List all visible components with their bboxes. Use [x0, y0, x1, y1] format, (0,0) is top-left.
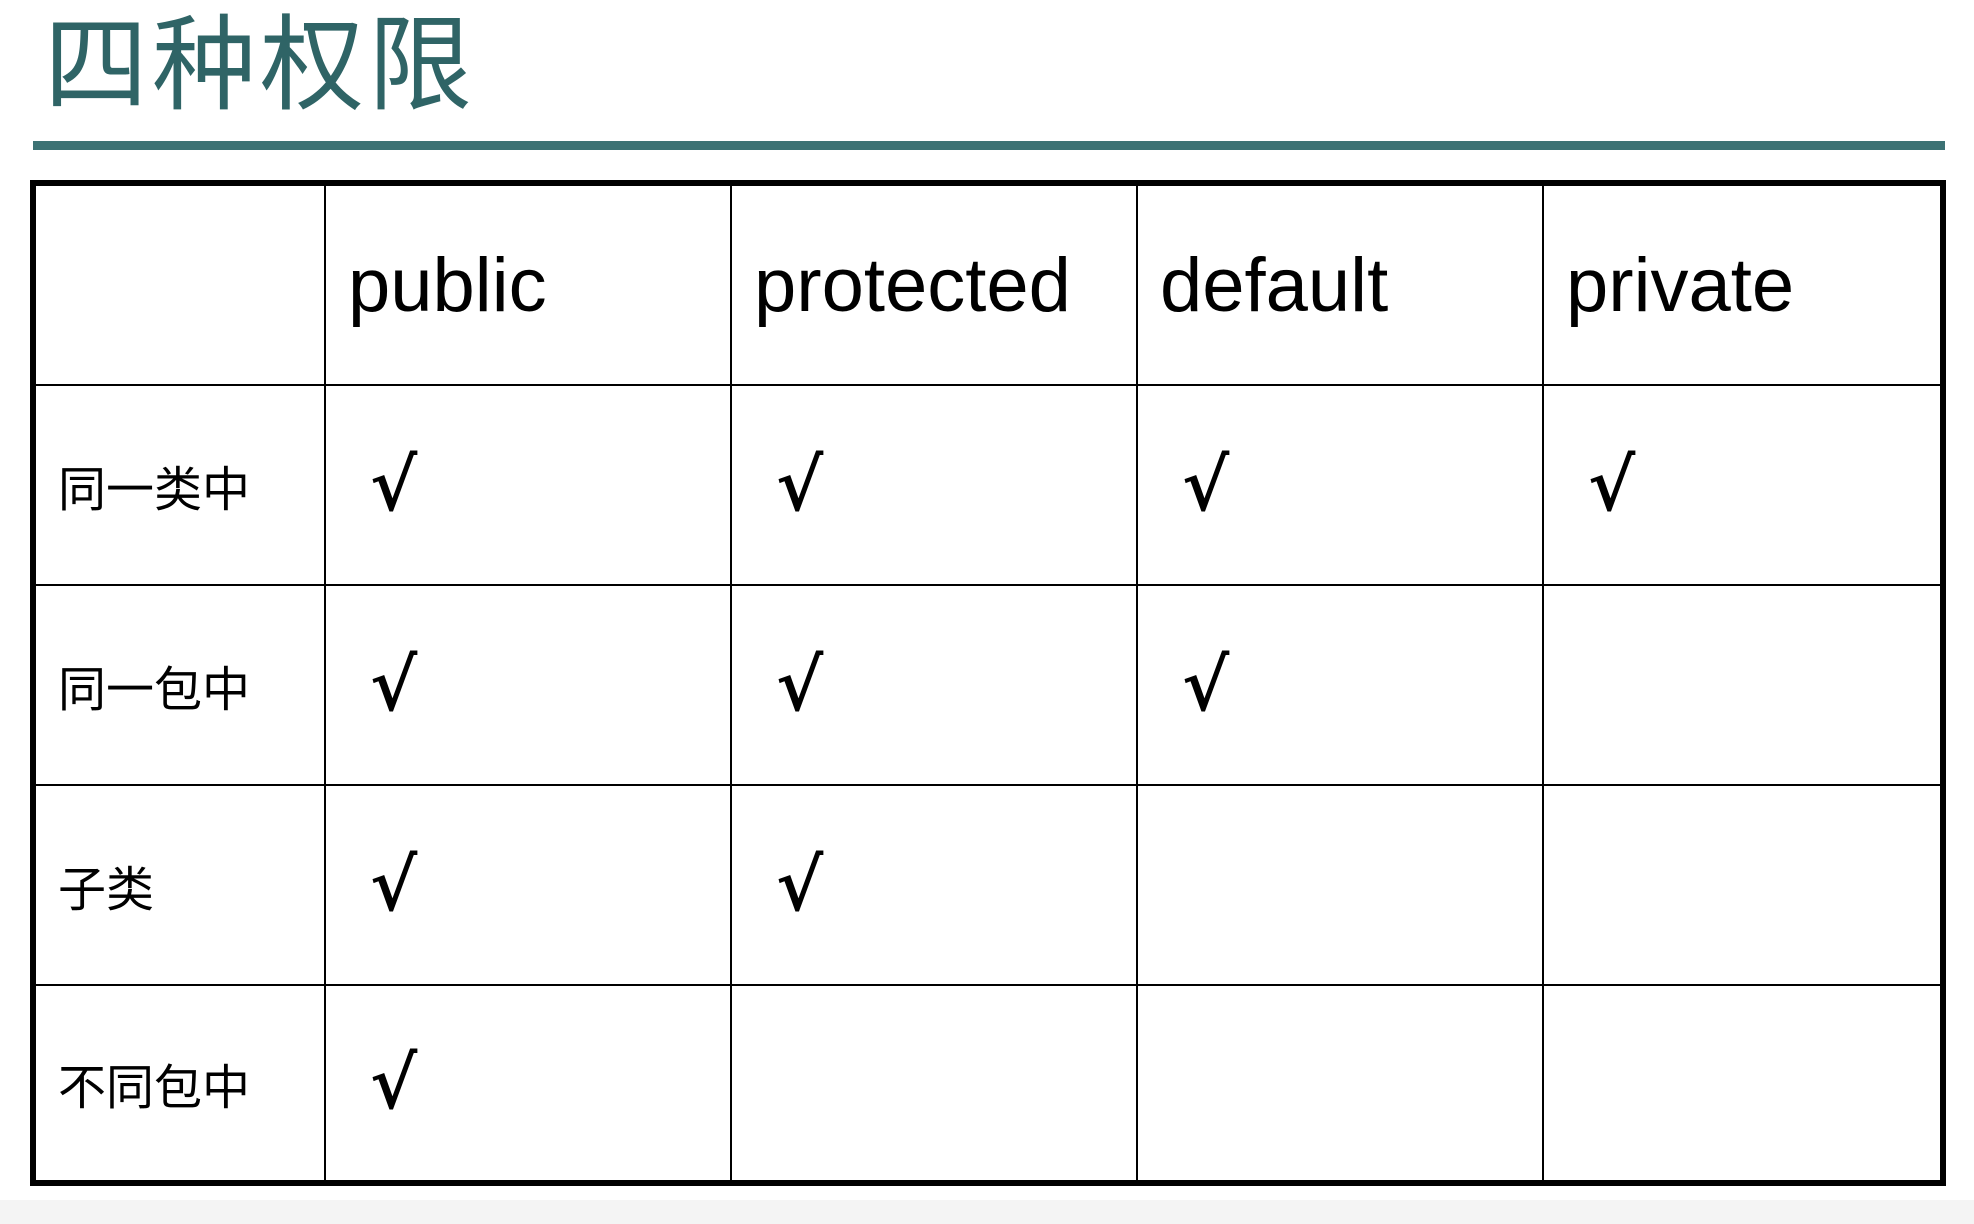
- bottom-band: [0, 1200, 1974, 1224]
- check-mark-icon: √: [370, 842, 418, 927]
- column-header-default: default: [1138, 186, 1544, 386]
- access-cell: √: [1544, 386, 1940, 586]
- access-cell: √: [732, 386, 1138, 586]
- access-cell: √: [326, 386, 732, 586]
- access-cell: [1544, 586, 1940, 786]
- check-mark-icon: √: [370, 642, 418, 727]
- column-header-protected: protected: [732, 186, 1138, 386]
- access-cell: [1544, 986, 1940, 1180]
- title-divider: [33, 141, 1945, 150]
- check-mark-icon: √: [1182, 642, 1230, 727]
- access-cell: √: [1138, 386, 1544, 586]
- access-cell: [732, 986, 1138, 1180]
- access-cell: √: [732, 786, 1138, 986]
- access-cell: [1544, 786, 1940, 986]
- check-mark-icon: √: [1588, 442, 1636, 527]
- access-cell: √: [326, 586, 732, 786]
- access-cell: [1138, 986, 1544, 1180]
- row-header-subclass: 子类: [36, 786, 326, 986]
- row-header-different-package: 不同包中: [36, 986, 326, 1180]
- check-mark-icon: √: [370, 442, 418, 527]
- row-header-same-package: 同一包中: [36, 586, 326, 786]
- access-cell: √: [732, 586, 1138, 786]
- check-mark-icon: √: [776, 642, 824, 727]
- table-corner-cell: [36, 186, 326, 386]
- access-cell: √: [326, 986, 732, 1180]
- column-header-public: public: [326, 186, 732, 386]
- check-mark-icon: √: [776, 842, 824, 927]
- access-cell: [1138, 786, 1544, 986]
- column-header-private: private: [1544, 186, 1940, 386]
- access-modifier-table: public protected default private 同一类中 √ …: [30, 180, 1946, 1186]
- check-mark-icon: √: [370, 1040, 418, 1125]
- row-header-same-class: 同一类中: [36, 386, 326, 586]
- access-cell: √: [326, 786, 732, 986]
- check-mark-icon: √: [776, 442, 824, 527]
- access-cell: √: [1138, 586, 1544, 786]
- page-title: 四种权限: [44, 4, 477, 126]
- check-mark-icon: √: [1182, 442, 1230, 527]
